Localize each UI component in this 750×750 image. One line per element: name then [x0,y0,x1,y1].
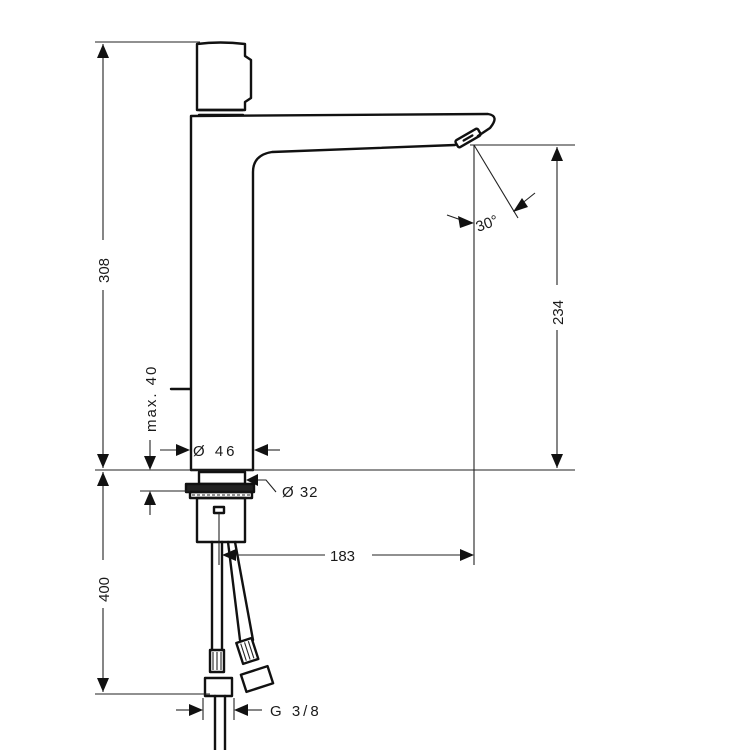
faucet-body [169,41,496,472]
aerator [454,127,482,149]
hex-nut-right [239,664,275,694]
dim-max-deck: max. 40 [143,365,160,432]
lever-handle [195,41,253,112]
shank-body [195,496,247,544]
shank-collar [197,470,247,486]
dimension-lines [95,41,575,720]
shank-assembly [184,470,275,750]
dim-body-diameter: Ø 46 [193,443,238,460]
hose-crimp-left [208,648,226,674]
dim-spout-reach: 183 [330,548,355,565]
hex-nut-left [203,676,234,698]
dim-spout-height: 234 [550,300,567,325]
dim-total-height: 308 [96,258,113,283]
dim-below-deck: 400 [96,577,113,602]
dim-connection-thread: G 3/8 [270,703,322,720]
dim-spray-angle: 30° [474,212,501,236]
dim-shank-diameter: Ø 32 [282,484,319,501]
